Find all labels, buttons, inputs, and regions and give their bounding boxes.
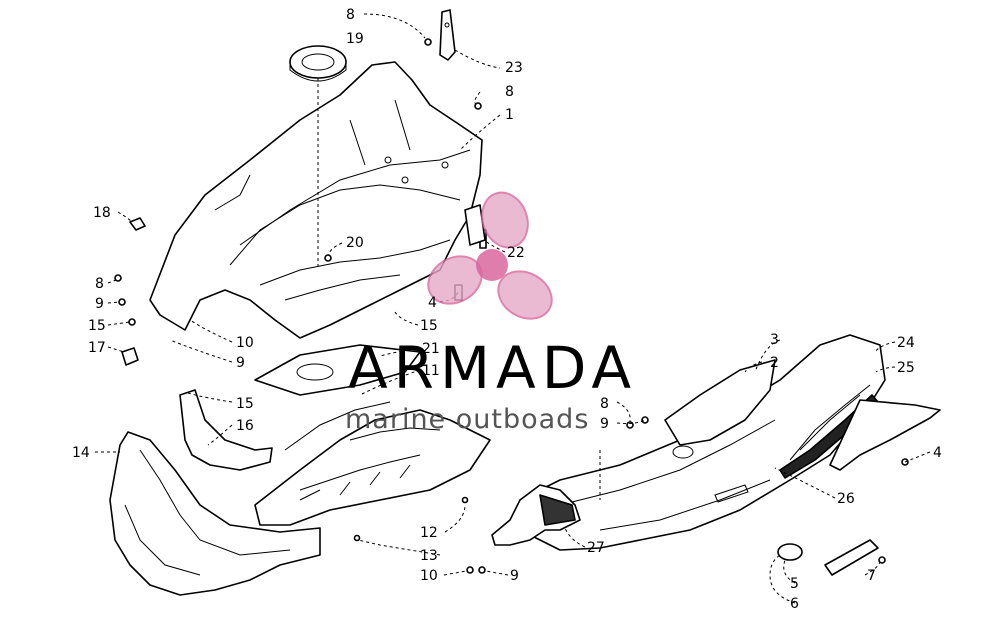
fastener-group: [114, 38, 909, 574]
callout-9a: 9: [95, 296, 104, 312]
callout-10b: 10: [420, 568, 438, 584]
callout-15a: 15: [88, 318, 106, 334]
callout-8d: 8: [600, 396, 609, 412]
part-7-strip: [824, 539, 879, 576]
part-27-air-intake: [491, 484, 581, 546]
callout-13: 13: [420, 548, 438, 564]
part-26-lower-panel: [829, 399, 941, 471]
watermark-tagline: marine outboads: [345, 404, 589, 435]
callout-27: 27: [587, 540, 605, 556]
part-21-floor-panel: [254, 344, 421, 396]
part-11-running-board: [254, 401, 491, 526]
callout-15c: 15: [236, 396, 254, 412]
leader-lines: [95, 13, 931, 604]
callout-9b: 9: [236, 355, 245, 371]
callout-6: 6: [790, 596, 799, 612]
callout-17: 17: [88, 340, 106, 356]
callout-1: 1: [505, 107, 514, 123]
callout-12: 12: [420, 525, 438, 541]
callout-26: 26: [837, 491, 855, 507]
part-19-ring: [289, 45, 347, 82]
part-3-upper-panel: [664, 359, 776, 446]
callout-8b: 8: [505, 84, 514, 100]
callout-9c: 9: [600, 416, 609, 432]
part-17-clip: [121, 347, 139, 366]
callout-16: 16: [236, 418, 254, 434]
callout-25: 25: [897, 360, 915, 376]
watermark-logo-icon: [427, 191, 553, 320]
callout-9d: 9: [510, 568, 519, 584]
callout-21: 21: [422, 341, 440, 357]
part-23-bracket: [439, 9, 456, 61]
callout-15b: 15: [420, 318, 438, 334]
watermark-name: ARMADA: [348, 334, 637, 402]
callout-5: 5: [790, 576, 799, 592]
callout-8c: 8: [95, 276, 104, 292]
watermark: ARMADA marine outboads: [345, 191, 637, 435]
callout-22: 22: [507, 245, 525, 261]
callout-20: 20: [346, 235, 364, 251]
callout-7: 7: [867, 568, 876, 584]
callout-2: 2: [770, 355, 779, 371]
callout-4a: 4: [428, 295, 437, 311]
callout-14: 14: [72, 445, 90, 461]
part-16-duct: [179, 389, 273, 471]
callout-19: 19: [346, 31, 364, 47]
callout-18: 18: [93, 205, 111, 221]
part-14-front-bumper: [109, 431, 321, 596]
callout-3: 3: [770, 332, 779, 348]
callout-labels: 8 19 23 8 1 18 20 22 8 9 4 15 15 10 17 9…: [72, 7, 942, 612]
callout-23: 23: [505, 60, 523, 76]
callout-24: 24: [897, 335, 915, 351]
callout-4b: 4: [933, 445, 942, 461]
part-18-clip: [129, 217, 146, 231]
callout-8a: 8: [346, 7, 355, 23]
part-5-badge: [777, 543, 803, 561]
callout-10a: 10: [236, 335, 254, 351]
callout-11: 11: [422, 363, 440, 379]
